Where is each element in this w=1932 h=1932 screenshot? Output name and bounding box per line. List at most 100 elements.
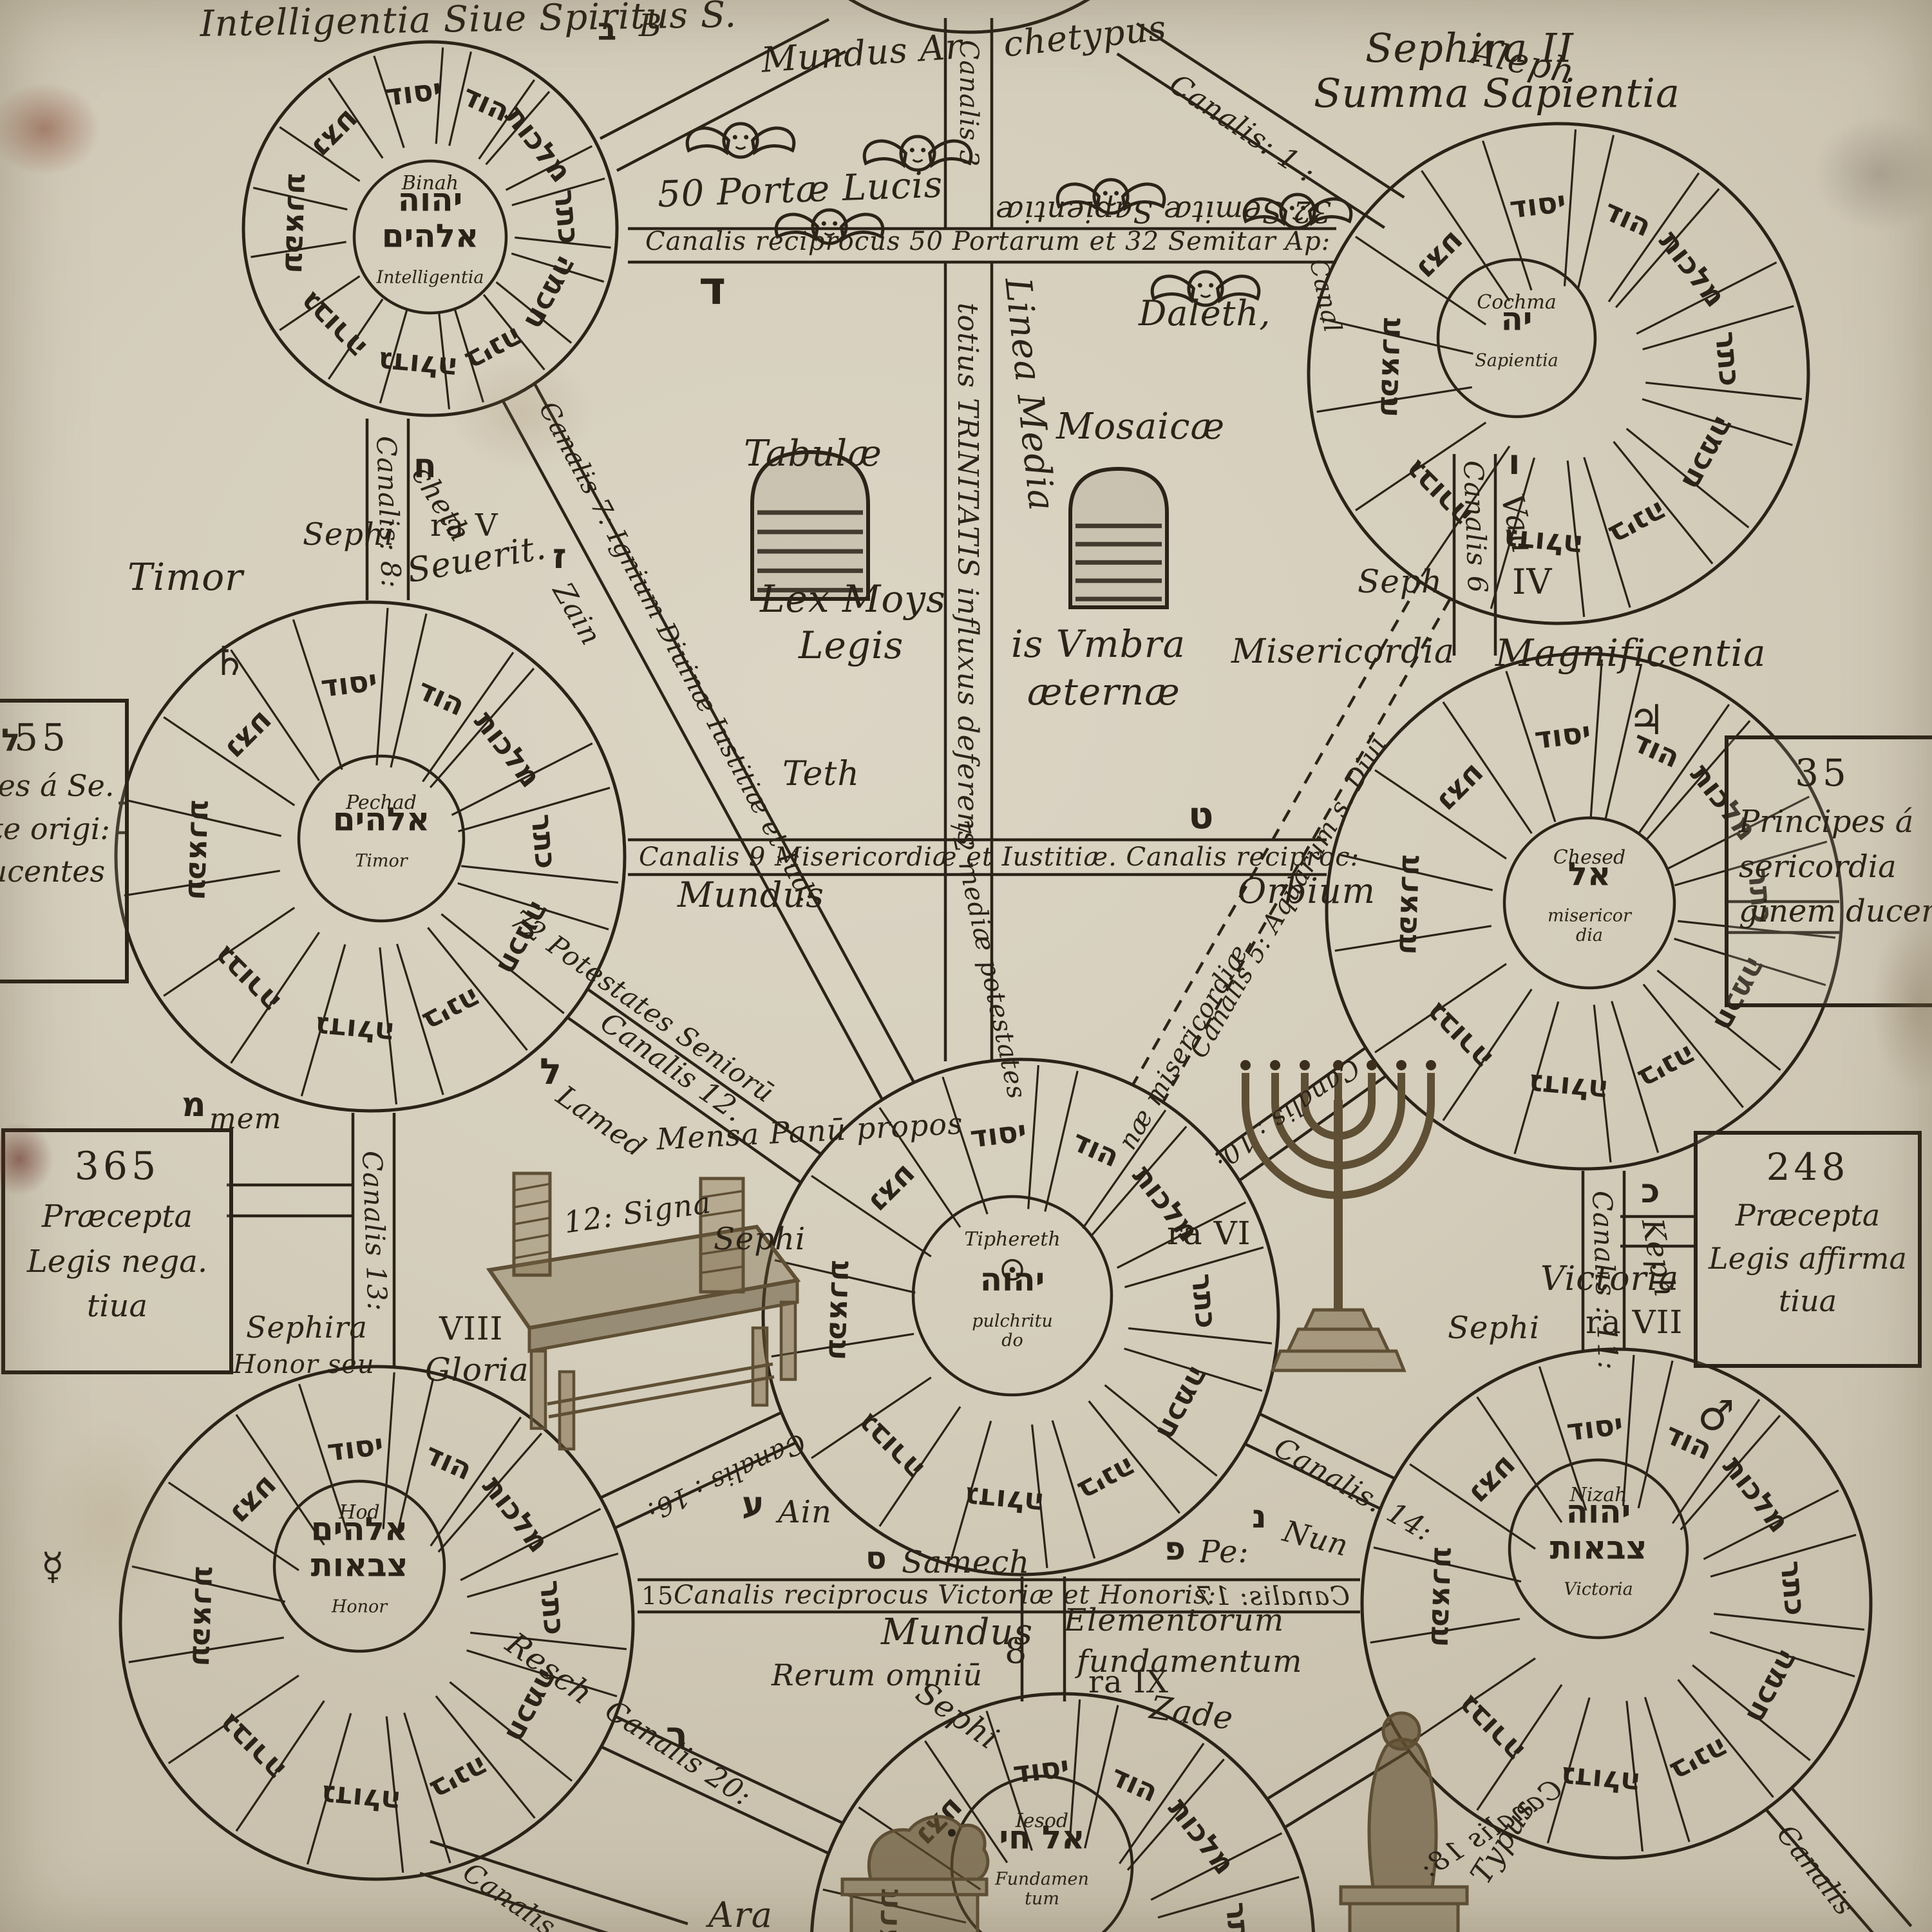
cherub-icon (685, 122, 796, 159)
box-principes-right: 35 Principes á sericordia ginem ducen (1725, 735, 1932, 1007)
label-lex-moys: Lex Moys (760, 577, 946, 621)
figure-statue-icon (1339, 1711, 1469, 1932)
spoke-word: גדולה (1560, 1760, 1642, 1801)
spoke-word: בינה (1665, 1731, 1734, 1790)
spoke-word: נצח (1428, 755, 1490, 817)
canal (600, 18, 846, 172)
wheel-center-text: Timor (355, 851, 409, 871)
canal (567, 988, 822, 1184)
wheel-center-text: אל חי (999, 1819, 1084, 1857)
spoke-word: כתר (533, 1578, 573, 1636)
spoke-word: תפארת (1419, 1547, 1457, 1647)
box-line: 365 (74, 1144, 160, 1189)
wheel-center-text: יה (1501, 301, 1532, 338)
spoke-word: תפארת (817, 1260, 855, 1361)
spoke-word: יסוד (325, 1426, 386, 1468)
spoke-word: הוד (420, 1435, 478, 1487)
label-pe-letter: פ (1164, 1530, 1186, 1567)
wheel-center-text: Victoria (1564, 1580, 1633, 1600)
canal (351, 1113, 396, 1367)
canal (1244, 1412, 1396, 1510)
canal (1020, 1577, 1066, 1701)
spoke-word: גבורה (850, 1407, 931, 1488)
wheel-center-text: Tiphereth (964, 1228, 1060, 1251)
cherub-icon (1150, 270, 1261, 307)
canal (943, 263, 994, 1061)
wheel-center-text: Intelligentia (375, 268, 484, 288)
label-misericordia: Misericordia (1231, 632, 1455, 671)
wheel-center-text: pulchritu (972, 1311, 1053, 1331)
wheel-center-text: צבאות (311, 1547, 408, 1584)
wheel-center-text: Cochma (1477, 291, 1556, 314)
label-canalis3: Canalis 3 (954, 40, 983, 167)
label-mundus-orbium-l: Mundus (677, 875, 824, 915)
box-line: 35 (1795, 751, 1850, 795)
label-lamed-edge: ל (1, 723, 21, 759)
wheel-center-text: צבאות (1550, 1530, 1647, 1567)
spoke-word: גדולה (314, 1010, 396, 1051)
label-magnificentia: Magnificentia (1495, 631, 1766, 675)
spoke-word: מלכות (468, 705, 548, 794)
spoke-word: בינה (1072, 1450, 1142, 1510)
label-elementorum: Elementorum (1064, 1602, 1285, 1638)
spoke-word: בינה (460, 321, 529, 380)
spoke-word: גבורה (211, 1707, 292, 1788)
label-zain-letter: ז (553, 536, 567, 576)
label-ara: Ara (708, 1895, 773, 1932)
label-mars: ♂ (1698, 1392, 1736, 1440)
label-sephi-vi: Sephi (714, 1221, 806, 1257)
spoke-word: הוד (1067, 1122, 1125, 1174)
spoke-word: גדולה (321, 1778, 402, 1819)
wheel-center-text: יהוה (1566, 1493, 1631, 1531)
label-timor: Timor (128, 555, 243, 599)
spoke-word: כתר (1774, 1559, 1813, 1617)
canal (1765, 1787, 1913, 1932)
cherub-icon (862, 135, 973, 172)
box-praecepta-affirmativa: 248 Præcepta Legis affirma tiua (1694, 1131, 1922, 1368)
wheel-center-text: אל (1568, 856, 1611, 893)
label-teth: Teth (782, 755, 860, 793)
spoke-word: הוד (1599, 193, 1657, 244)
spoke-word: גדולה (1528, 1067, 1609, 1108)
spoke-word: תפארת (1369, 317, 1407, 418)
label-trinitatis: totius TRINITATIS influxus deferens (951, 303, 984, 847)
wheel-center-text: Honor (331, 1597, 388, 1617)
spoke-word: יסוד (1508, 184, 1568, 225)
box-line: Præcepta (1735, 1198, 1880, 1233)
spoke-word: נצח (216, 702, 278, 764)
label-canalis13: Canalis 13: (356, 1150, 393, 1312)
spoke-word: גדולה (377, 345, 459, 386)
canal (943, 18, 994, 229)
spoke-word: מלכות (1653, 224, 1733, 314)
label-summa: Summa Sapientia (1314, 70, 1680, 117)
label-ain: Ain (778, 1494, 832, 1530)
spoke-word: יסוד (968, 1113, 1028, 1154)
box-line: ginem ducen (1739, 893, 1932, 930)
spoke-word: מלכות (498, 99, 579, 189)
label-mem-letter: מ (182, 1086, 207, 1124)
box-line: 248 (1766, 1145, 1850, 1189)
spoke-word: תפארת (176, 800, 214, 900)
label-daleth-letter: ד (699, 261, 727, 315)
spoke-word: הוד (412, 672, 470, 723)
label-ain-letter: ע (742, 1485, 765, 1524)
label-canalis9: Canalis 9 Misericordiæ et Iustitiæ. Cana… (639, 842, 1360, 872)
spoke-word: נצח (1407, 222, 1470, 285)
spoke-word: תפארת (181, 1566, 219, 1667)
wheel-center-text: misericor (1548, 906, 1633, 926)
canal (419, 1840, 688, 1932)
spoke-word: כתר (1219, 1900, 1258, 1932)
canal (628, 227, 1336, 264)
box-principes-left: 55 ipes á Se. ate origi: lucentes (0, 699, 129, 983)
spoke-word: יסוד (1533, 714, 1593, 755)
spoke-word: חכמה (1675, 410, 1743, 497)
label-sephira2: Sephira II (1365, 24, 1574, 71)
spoke-word: חכמה (1150, 1361, 1217, 1447)
label-recip50: Canalis reciprocus 50 Portarum et 32 Sem… (645, 227, 1331, 256)
cherub-icon (1242, 193, 1353, 230)
label-viii: VIII (439, 1310, 504, 1347)
